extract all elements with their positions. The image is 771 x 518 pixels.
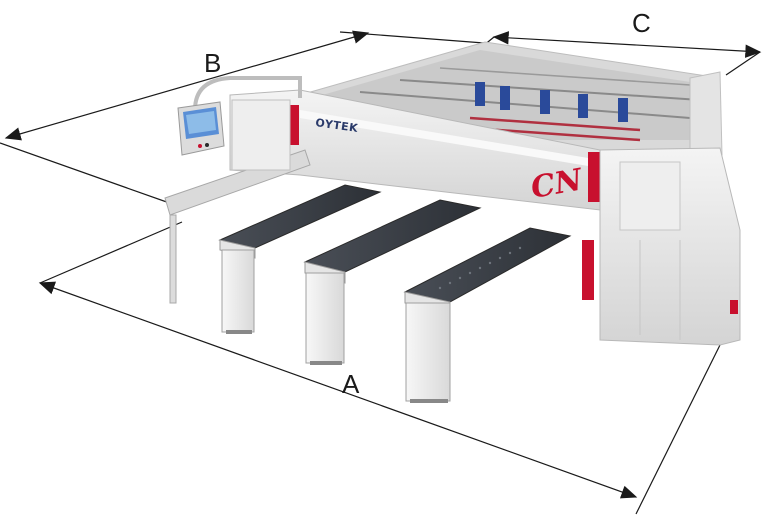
dimension-c-line <box>492 31 762 58</box>
red-accent-center <box>588 152 600 202</box>
dimension-c-label: C <box>632 8 651 38</box>
brand-label: OYTEK <box>315 116 359 135</box>
air-table-1 <box>218 184 382 334</box>
dimension-a-extension-left <box>39 221 183 284</box>
dimension-b-label: B <box>204 48 221 78</box>
dimension-b-line <box>4 30 370 141</box>
dimension-lines <box>0 30 762 515</box>
dimension-b-extension-left <box>0 142 179 207</box>
red-accent-left <box>290 105 299 145</box>
dimension-a-label: A <box>342 369 360 399</box>
dimension-a-extension-right <box>635 344 721 515</box>
front-beam: OYTEK CN <box>229 89 601 211</box>
right-cabinet <box>582 147 741 346</box>
air-table-2 <box>303 199 482 365</box>
dimension-c-extension-right <box>725 51 761 76</box>
control-panel-icon <box>177 76 302 156</box>
air-tables <box>218 184 572 403</box>
dimension-a-line <box>38 281 638 499</box>
air-table-3 <box>403 227 572 403</box>
dimension-b-extension-right <box>339 31 485 44</box>
side-alignment-arm <box>164 99 311 304</box>
